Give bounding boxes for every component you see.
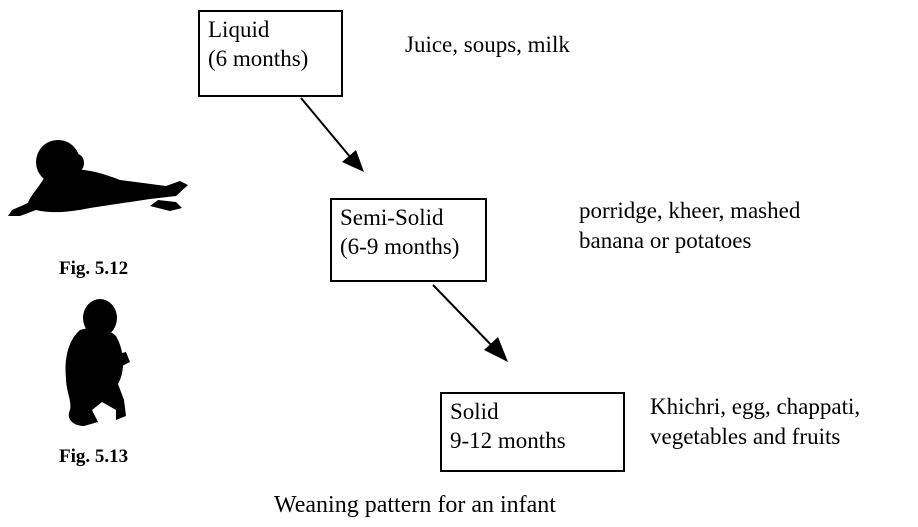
sitting-baby-silhouette-icon bbox=[65, 299, 130, 426]
arrow-semisolid-to-solid bbox=[432, 284, 499, 353]
foods-liquid: Juice, soups, milk bbox=[405, 30, 570, 60]
stage-name: Semi-Solid bbox=[340, 205, 444, 230]
food-line: Khichri, egg, chappati, bbox=[650, 394, 861, 419]
arrowhead-semisolid-to-solid bbox=[484, 337, 508, 362]
stage-age: 9-12 months bbox=[450, 428, 566, 453]
stage-box-semi-solid: Semi-Solid (6-9 months) bbox=[330, 198, 487, 282]
stage-box-liquid: Liquid (6 months) bbox=[198, 10, 343, 97]
food-line: banana or potatoes bbox=[579, 228, 752, 253]
stage-age: (6 months) bbox=[208, 46, 309, 71]
lying-baby-silhouette-icon bbox=[8, 140, 188, 216]
stage-name: Solid bbox=[450, 399, 499, 424]
figure-label-5-12: Fig. 5.12 bbox=[59, 258, 129, 279]
stage-box-solid: Solid 9-12 months bbox=[440, 392, 625, 472]
figure-label-5-13: Fig. 5.13 bbox=[59, 446, 129, 467]
food-line: Juice, soups, milk bbox=[405, 32, 570, 57]
arrow-liquid-to-semisolid bbox=[300, 97, 357, 165]
stage-name: Liquid bbox=[208, 17, 270, 42]
food-line: vegetables and fruits bbox=[650, 424, 841, 449]
diagram-caption: Weaning pattern for an infant bbox=[274, 492, 556, 518]
food-line: porridge, kheer, mashed bbox=[579, 198, 801, 223]
foods-solid: Khichri, egg, chappati, vegetables and f… bbox=[650, 392, 860, 452]
arrowhead-liquid-to-semisolid bbox=[342, 150, 364, 172]
foods-semi-solid: porridge, kheer, mashed banana or potato… bbox=[579, 196, 800, 256]
stage-age: (6-9 months) bbox=[340, 234, 460, 259]
